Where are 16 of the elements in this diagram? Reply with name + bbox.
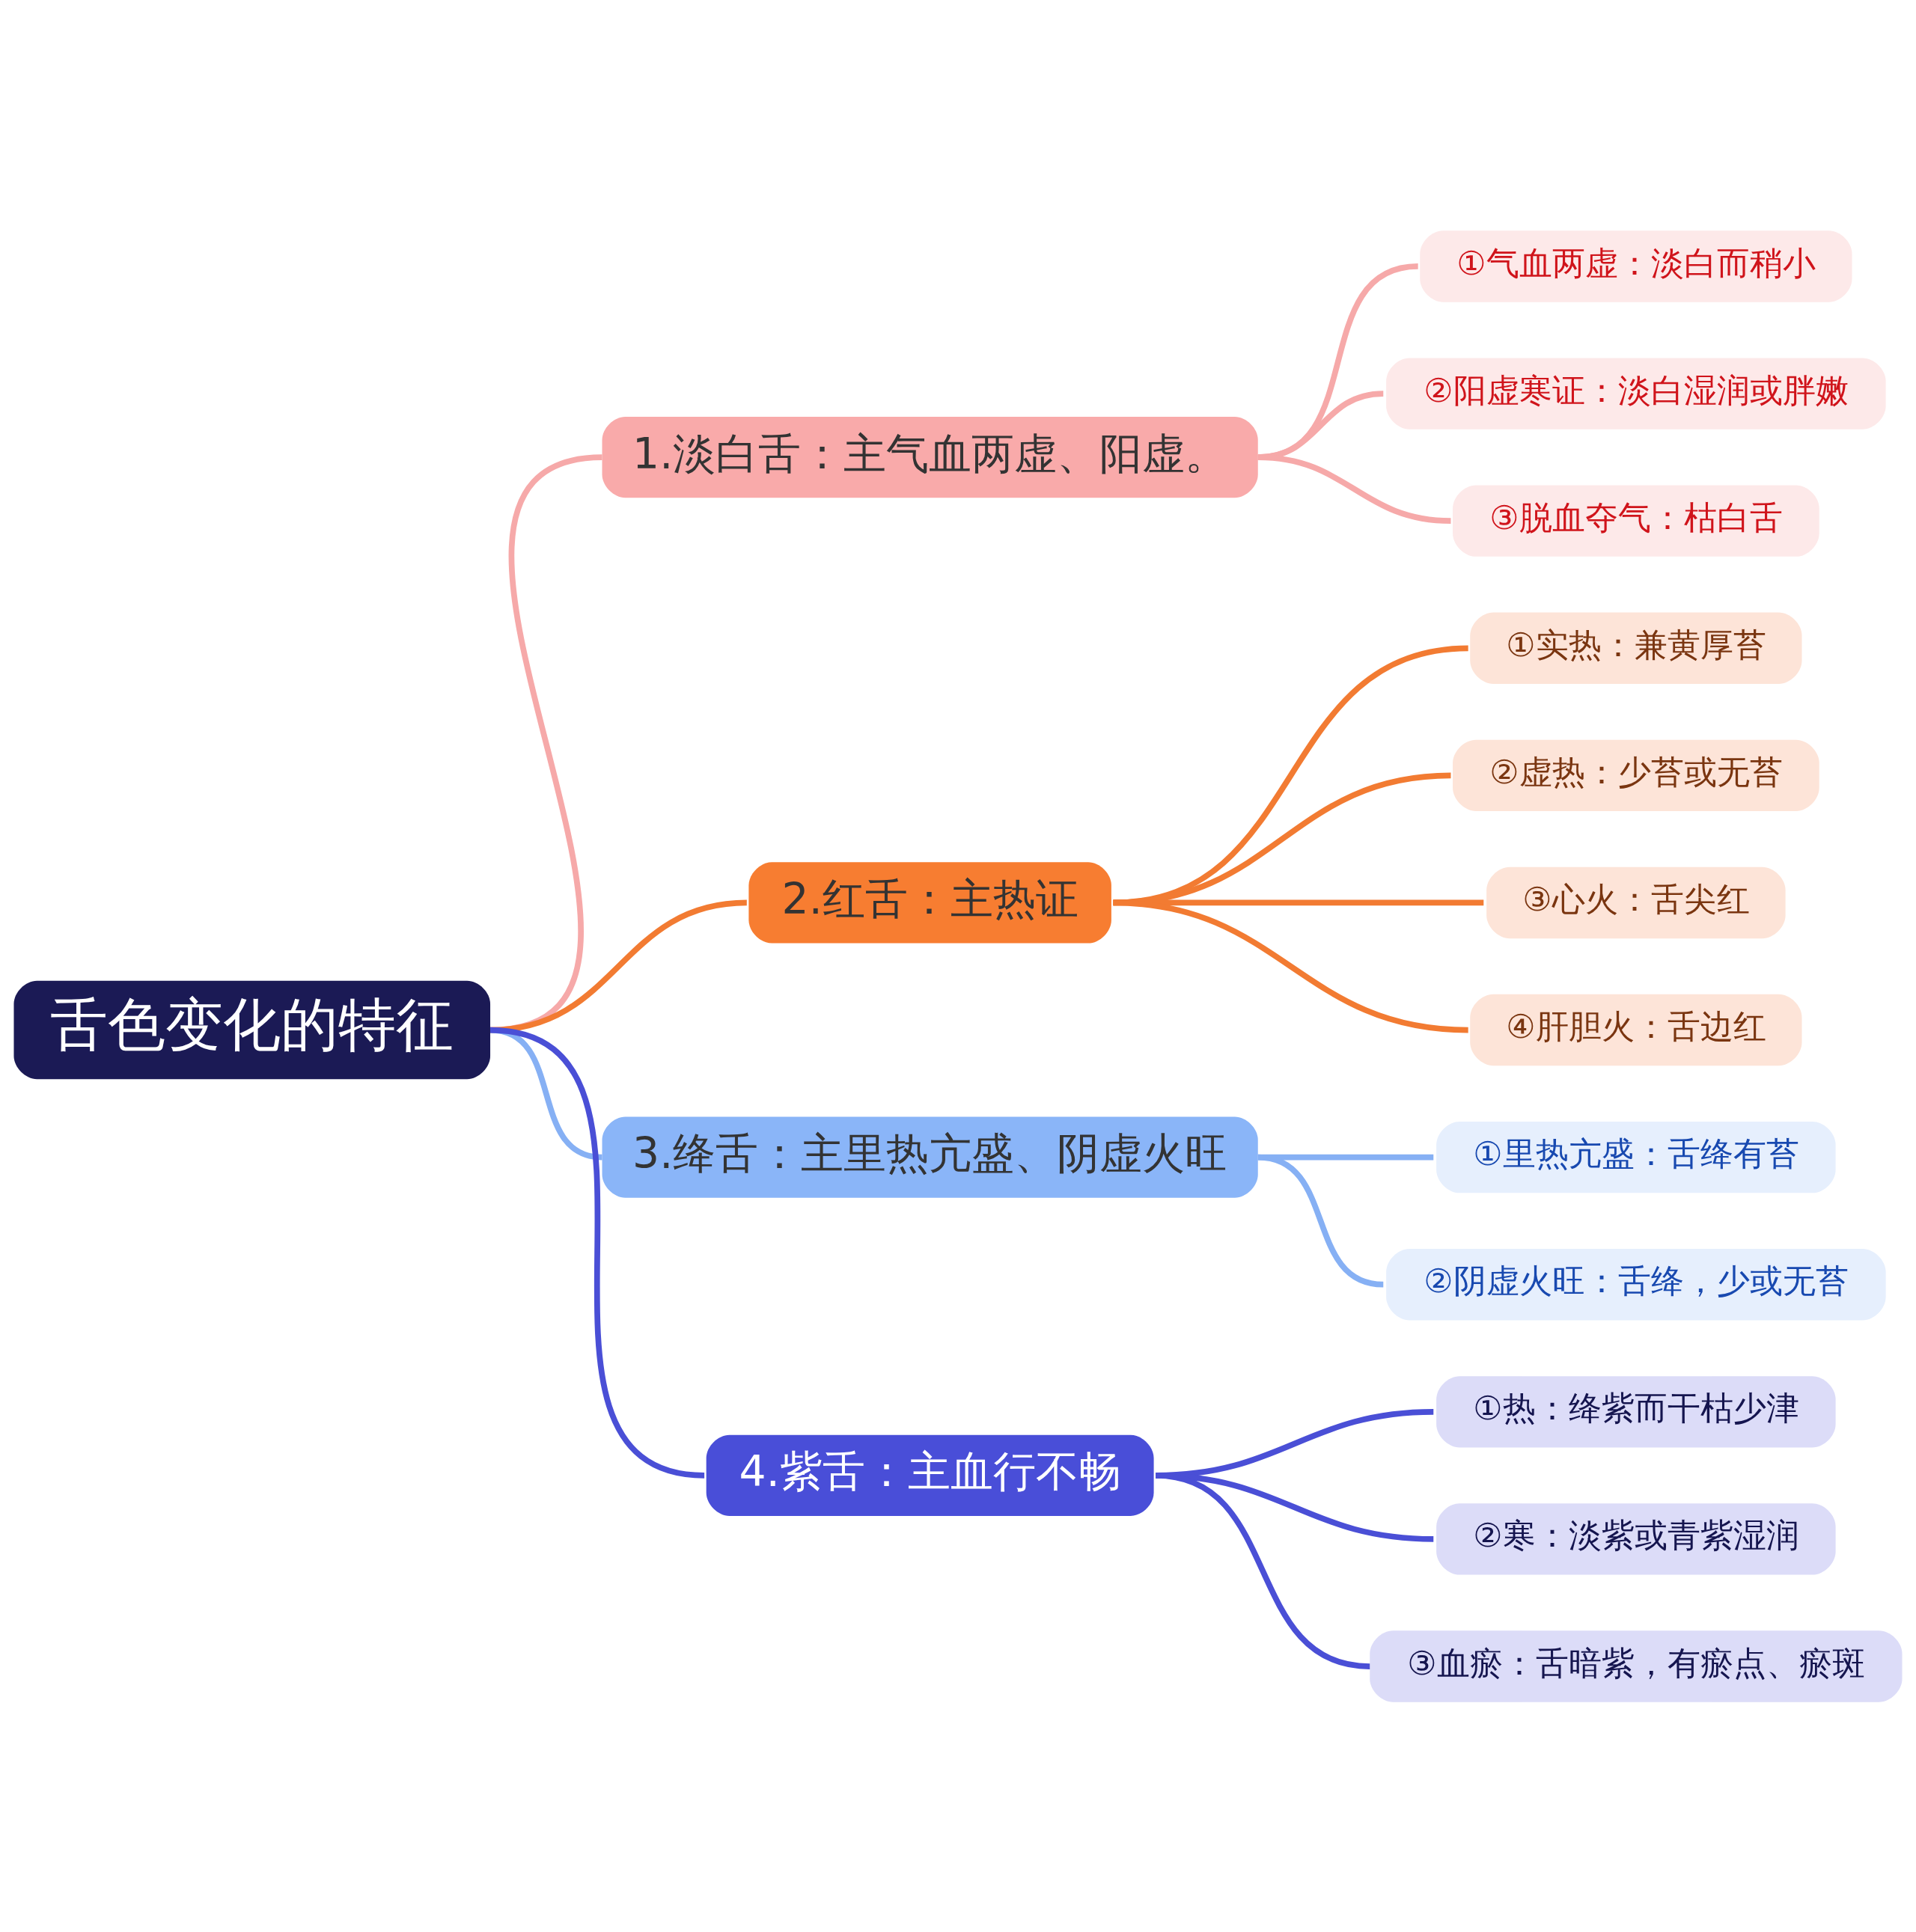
node-box: 3.绛舌：主里热亢盛、阴虚火旺 (602, 1116, 1258, 1198)
node-box: ④肝胆火：舌边红 (1470, 994, 1802, 1066)
node-box: ③血瘀：舌暗紫，有瘀点、瘀斑 (1370, 1630, 1903, 1702)
connector (489, 1027, 705, 1479)
node-box: 舌色变化的特征 (13, 980, 491, 1079)
node-box: 4.紫舌：主血行不畅 (706, 1434, 1154, 1516)
node-box: ②阴虚火旺：舌绛，少或无苔 (1386, 1248, 1886, 1320)
node-box: ②寒：淡紫或青紫湿润 (1436, 1503, 1836, 1575)
node-box: ①里热亢盛：舌绛有苔 (1436, 1121, 1836, 1193)
connector (1155, 1472, 1370, 1669)
node-box: ②虚热：少苔或无苔 (1453, 739, 1819, 811)
node-box: 1.淡白舌：主气血两虚、阳虚。 (602, 416, 1258, 498)
node-box: ①实热：兼黄厚苔 (1470, 612, 1802, 684)
node-box: ③心火：舌尖红 (1486, 866, 1786, 938)
node-box: 2.红舌：主热证 (748, 861, 1111, 944)
node-box: ①热：绛紫而干枯少津 (1436, 1375, 1836, 1447)
